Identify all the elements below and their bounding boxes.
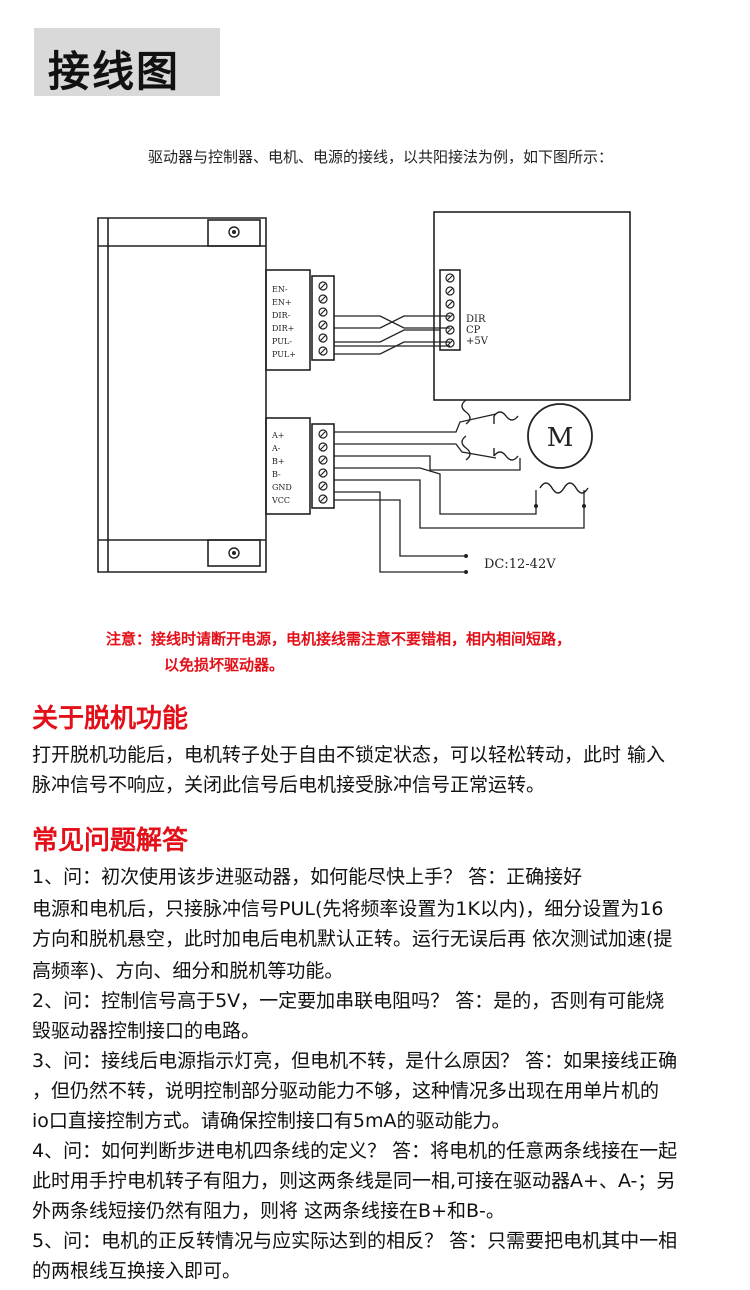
faq-line: io口直接控制方式。请确保控制接口有5mA的驱动能力。: [32, 1110, 511, 1132]
terminal-label: VCC: [271, 496, 290, 505]
terminal-screws: [318, 273, 455, 504]
faq-line: 方向和脱机悬空，此时加电后电机默认正转。运行无误后再 依次测试加速(提: [32, 928, 673, 950]
terminal-screw: [318, 455, 328, 465]
terminal-screw: [318, 294, 328, 304]
faq-line: 高频率)、方向、细分和脱机等功能。: [32, 960, 344, 982]
terminal-label: +5V: [466, 336, 489, 347]
intro-text: 驱动器与控制器、电机、电源的接线，以共阳接法为例，如下图所示：: [148, 148, 614, 166]
terminal-screw: [445, 325, 455, 335]
terminal-label: B-: [272, 470, 281, 479]
terminal-screw: [318, 307, 328, 317]
faq-line: 毁驱动器控制接口的电路。: [32, 1020, 261, 1042]
power-wires: [334, 413, 585, 573]
faq-heading: 常见问题解答: [32, 826, 189, 856]
faq-line: 电源和电机后，只接脉冲信号PUL(先将频率设置为1K以内)，细分设置为16: [32, 898, 664, 920]
faq-line: 2、问：控制信号高于5V，一定要加串联电阻吗？ 答：是的，否则有可能烧: [32, 990, 665, 1012]
terminal-screw: [318, 494, 328, 504]
terminal-label: DIR: [466, 314, 486, 325]
terminal-screw: [318, 442, 328, 452]
offline-line-2: 脉冲信号不响应，关闭此信号后电机接受脉冲信号正常运转。: [32, 774, 546, 796]
power-supply-label: DC:12-42V: [484, 557, 556, 572]
terminal-label: DIR-: [272, 311, 291, 320]
terminal-label: EN-: [272, 285, 288, 294]
terminal-screw: [445, 273, 455, 283]
driver-body: [97, 217, 267, 573]
terminal-screw: [318, 320, 328, 330]
faq-line: ，但仍然不转，说明控制部分驱动能力不够，这种情况多出现在用单片机的: [32, 1080, 660, 1102]
faq-line: 的两根线互换接入即可。: [32, 1260, 242, 1282]
faq-line: 1、问：初次使用该步进驱动器，如何能尽快上手？ 答：正确接好: [32, 866, 583, 888]
controller-box: [433, 211, 631, 401]
faq-line: 此时用手拧电机转子有阻力，则这两条线是同一相,可接在驱动器A+、A-；另: [32, 1170, 676, 1192]
terminal-label: B+: [272, 457, 285, 466]
motor-label: M: [547, 423, 574, 453]
bracket-screws: [228, 226, 240, 559]
faq-line: 4、问：如何判断步进电机四条线的定义？ 答：将电机的任意两条线接在一起: [32, 1140, 678, 1162]
terminal-label: CP: [466, 325, 481, 336]
motor-icon: [527, 403, 593, 469]
terminal-label: PUL+: [272, 350, 296, 359]
terminal-screw: [318, 468, 328, 478]
terminal-screw: [445, 312, 455, 322]
faq-line: 5、问：电机的正反转情况与应实际达到的相反？ 答：只需要把电机其中一相: [32, 1230, 678, 1252]
signal-wires: [334, 315, 450, 355]
power-panel: [265, 417, 311, 515]
terminal-label: EN+: [272, 298, 292, 307]
terminal-screw: [318, 481, 328, 491]
terminal-label: A-: [271, 444, 281, 453]
terminal-label: GND: [272, 483, 292, 492]
faq-line: 3、问：接线后电源指示灯亮，但电机不转，是什么原因？ 答：如果接线正确: [32, 1050, 678, 1072]
signal-panel: [265, 269, 311, 371]
power-terminal-labels: A+ A- B+ B- GND VCC: [271, 431, 292, 505]
title-banner: 接线图: [34, 28, 220, 96]
page-title: 接线图: [48, 47, 181, 96]
terminal-screw: [445, 338, 455, 348]
terminal-screw: [318, 333, 328, 343]
terminal-screw: [445, 286, 455, 296]
terminal-screw: [318, 429, 328, 439]
terminal-screw: [318, 281, 328, 291]
offline-line-1: 打开脱机功能后，电机转子处于自由不锁定状态，可以轻松转动，此时 输入: [32, 744, 666, 766]
offline-heading: 关于脱机功能: [32, 704, 189, 734]
wiring-diagram: EN- EN+ DIR- DIR+ PUL- PUL+ A+ A- B+ B- GND VCC DI…: [97, 211, 631, 574]
power-terminal-block: [311, 423, 335, 509]
terminal-label: DIR+: [272, 324, 294, 333]
warning-line-2: 以免损坏驱动器。: [164, 656, 285, 674]
terminal-label: PUL-: [272, 337, 292, 346]
controller-terminal-block: [439, 269, 461, 351]
terminal-screw: [318, 346, 328, 356]
faq-line: 外两条线短接仍然有阻力，则将 这两条线接在B+和B-。: [32, 1200, 505, 1222]
signal-terminal-block: [311, 275, 335, 361]
signal-terminal-labels: EN- EN+ DIR- DIR+ PUL- PUL+: [272, 285, 296, 359]
terminal-screw: [445, 299, 455, 309]
terminal-label: A+: [271, 431, 284, 440]
warning-line-1: 注意：接线时请断开电源，电机接线需注意不要错相，相内相间短路，: [106, 630, 572, 648]
